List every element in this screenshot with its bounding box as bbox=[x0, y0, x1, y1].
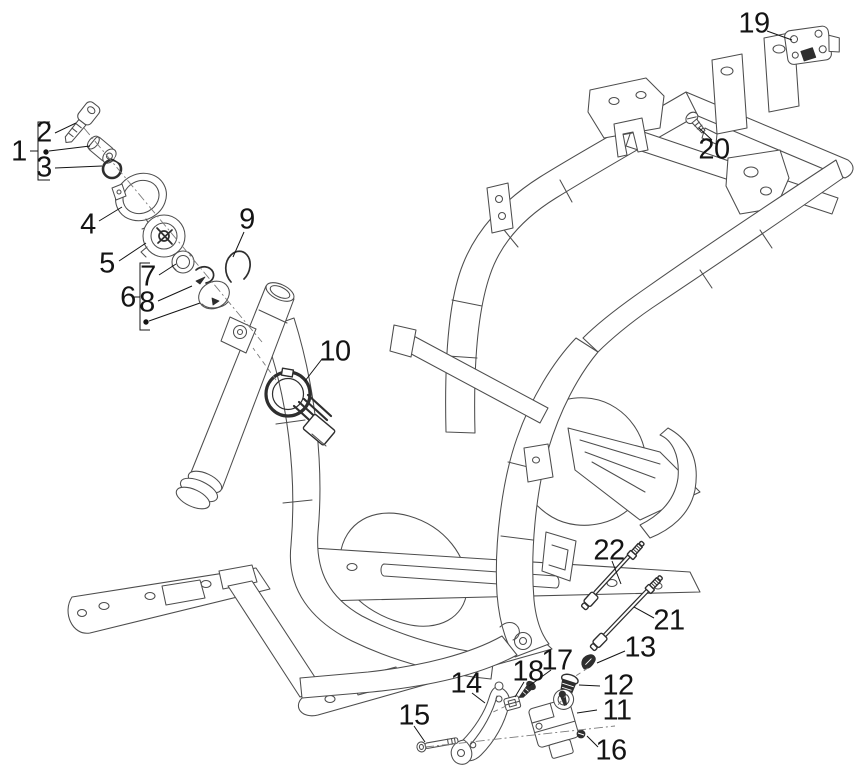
leader-lines bbox=[48, 30, 793, 748]
part-cable-22 bbox=[580, 540, 645, 611]
part-seat-lock bbox=[528, 688, 580, 759]
frame-artwork bbox=[67, 31, 854, 717]
part-bracket-14 bbox=[450, 681, 510, 765]
part-immobilizer-ring bbox=[264, 367, 336, 447]
rear-right-rail bbox=[582, 159, 844, 353]
part-wire-clip bbox=[224, 250, 251, 283]
part-latch-plate bbox=[784, 25, 840, 65]
annotation-lines bbox=[30, 30, 793, 748]
rear-subframe bbox=[587, 31, 854, 215]
part-key bbox=[64, 101, 101, 144]
part-clip-13 bbox=[581, 654, 596, 670]
group-dot-1 bbox=[43, 149, 49, 155]
part-washer-ring bbox=[171, 250, 195, 274]
steering-column-tube bbox=[175, 282, 295, 510]
part-lock-body bbox=[140, 214, 186, 258]
footrest-bracket-right bbox=[567, 427, 701, 539]
part-lock-cylinder bbox=[86, 135, 117, 164]
part-snap-ring bbox=[101, 154, 124, 180]
part-hook-clip bbox=[195, 266, 230, 310]
part-nut-16 bbox=[576, 729, 586, 739]
part-cable-21 bbox=[589, 575, 663, 652]
main-down-tube bbox=[262, 317, 495, 680]
part-screw-20 bbox=[685, 111, 706, 134]
group-dot-6 bbox=[143, 319, 149, 325]
group-brackets bbox=[30, 121, 150, 331]
floor-rail-left bbox=[67, 564, 271, 634]
part-clipnut-18 bbox=[503, 695, 522, 711]
